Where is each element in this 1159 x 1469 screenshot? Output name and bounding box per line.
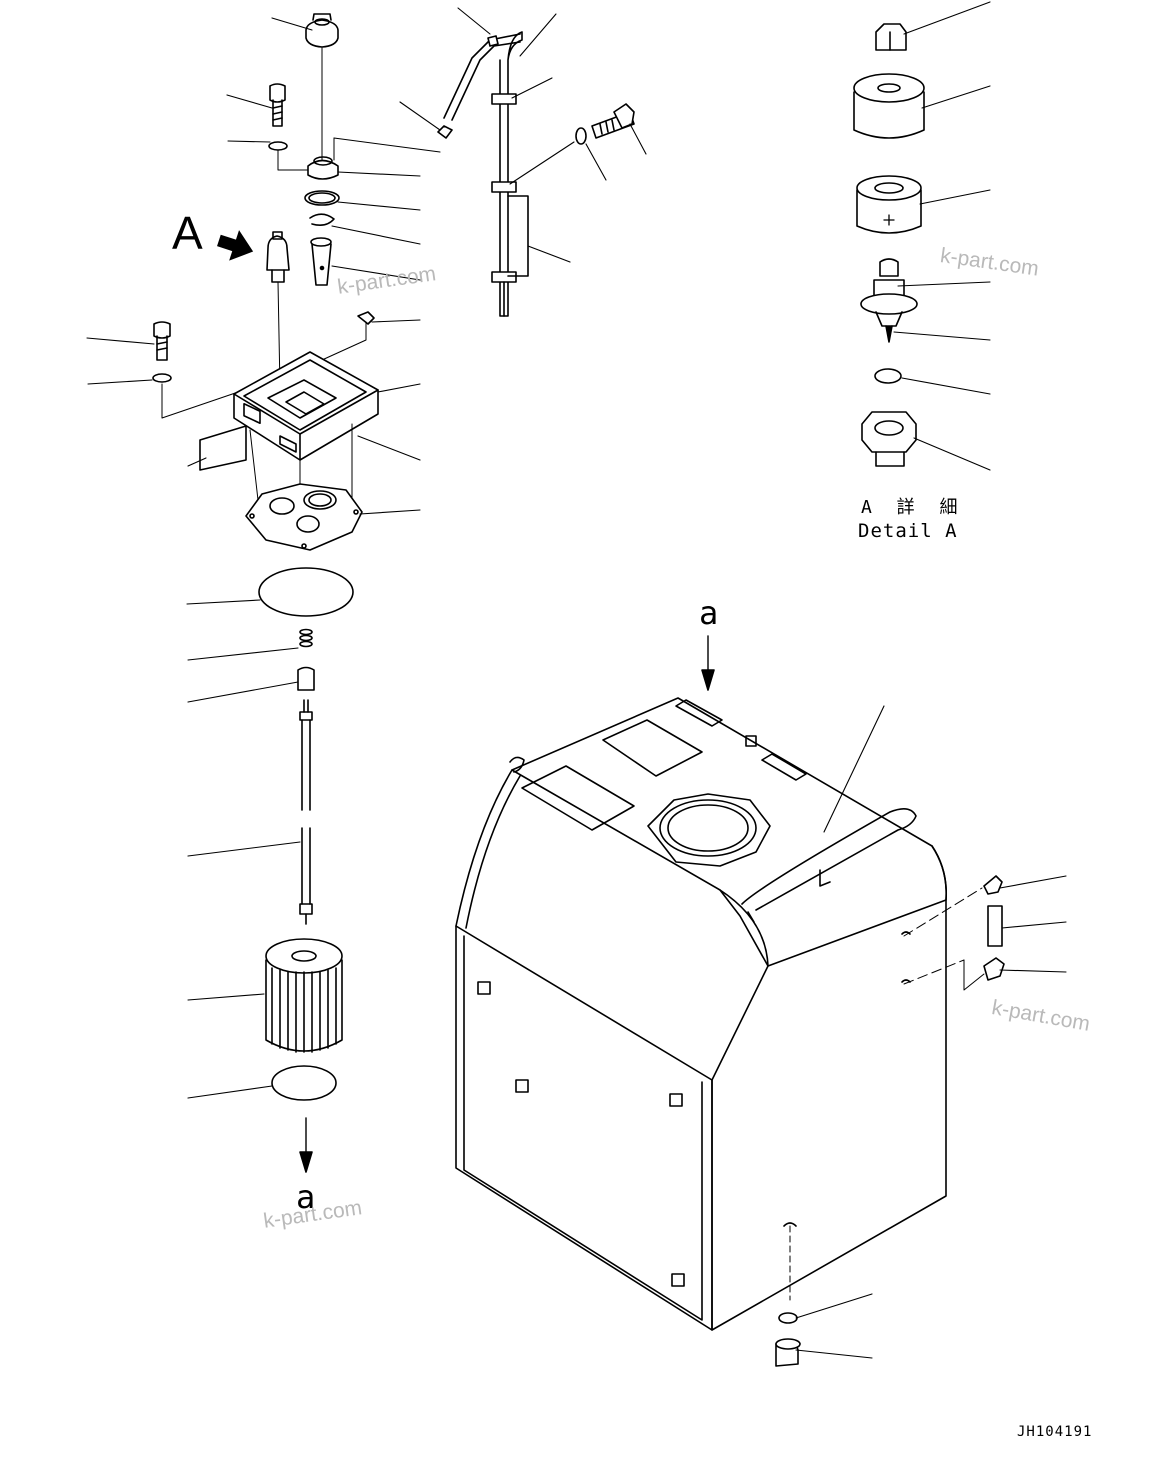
hydraulic-tank xyxy=(456,698,946,1366)
label-plate xyxy=(200,426,246,470)
bracket-bolt xyxy=(576,104,634,144)
flow-arrow-tank xyxy=(702,670,714,690)
leader-lines-tank xyxy=(796,706,1066,1358)
filter-rod xyxy=(300,700,312,924)
filter-element xyxy=(266,939,342,1052)
cap-adaptor xyxy=(308,138,440,179)
detail-a-o-ring xyxy=(875,369,901,383)
snap-ring xyxy=(310,214,334,225)
hex-nut xyxy=(298,668,314,691)
breather-hose xyxy=(438,34,520,138)
detail-a-valve xyxy=(861,259,917,342)
mount-bolt xyxy=(153,322,250,418)
bolt-small xyxy=(269,84,322,170)
spring xyxy=(300,630,312,647)
detail-a-filter xyxy=(857,176,921,233)
small-clip xyxy=(358,312,374,324)
tank-side-fittings xyxy=(902,876,1004,990)
gasket-ring xyxy=(305,191,339,205)
view-direction-arrow-icon xyxy=(217,230,254,261)
detail-title-en: Detail A xyxy=(858,520,958,542)
filler-cap xyxy=(306,14,338,160)
leader-lines-left xyxy=(87,18,440,1098)
small-o-ring xyxy=(272,1066,336,1100)
base-plate xyxy=(246,484,362,550)
breather-valve xyxy=(267,232,289,388)
detail-a-cap xyxy=(876,24,906,50)
strainer-pipe xyxy=(311,238,331,285)
leader-lines-detail xyxy=(894,2,990,470)
flow-label-bottom: a xyxy=(296,1178,316,1216)
flow-label-top: a xyxy=(699,594,719,632)
detail-title-jp: A 詳 細 xyxy=(861,497,965,518)
filler-housing xyxy=(200,352,378,500)
flow-arrow-down xyxy=(300,1152,312,1172)
view-label: A xyxy=(172,207,203,259)
large-o-ring xyxy=(259,568,353,616)
detail-a-adapter xyxy=(862,412,916,466)
breather-bracket xyxy=(492,32,528,316)
drawing-code: JH104191 xyxy=(1017,1424,1093,1440)
leader-lines-top xyxy=(458,8,646,262)
detail-a-body xyxy=(854,74,924,138)
